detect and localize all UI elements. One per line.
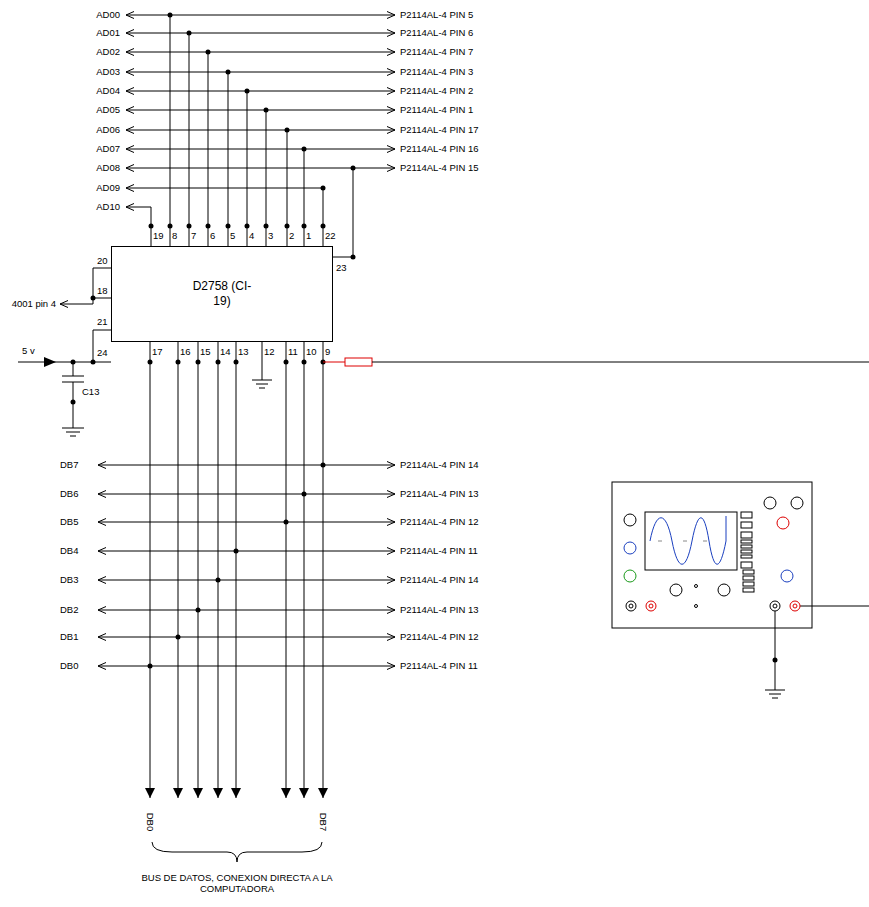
pin-number: 7	[191, 231, 196, 242]
integrated-circuit: D2758 (CI-19)	[111, 246, 333, 342]
bus-end-label: DB0	[145, 813, 156, 831]
signal-name: DB6	[60, 489, 78, 500]
pin-reference: P2114AL-4 PIN 7	[400, 47, 473, 58]
pin-number: 17	[152, 347, 163, 358]
pin-reference: P2114AL-4 PIN 13	[400, 489, 479, 500]
junction-dots	[71, 13, 778, 669]
pin-number: 2	[289, 231, 294, 242]
pin-reference: P2114AL-4 PIN 16	[400, 144, 479, 155]
pin-reference: P2114AL-4 PIN 5	[400, 10, 473, 21]
pin-number: 20	[97, 256, 108, 267]
address-bus	[126, 15, 395, 257]
signal-name: AD03	[96, 67, 120, 78]
signal-name: AD09	[96, 183, 120, 194]
pin-number: 11	[288, 347, 298, 358]
pin-reference: P2114AL-4 PIN 17	[400, 125, 479, 136]
pin-reference: P2114AL-4 PIN 2	[400, 86, 473, 97]
signal-name: AD01	[96, 28, 120, 39]
pin-number: 10	[306, 347, 317, 358]
pin-number: 18	[97, 286, 108, 297]
pin-number: 4	[249, 231, 254, 242]
signal-name: DB4	[60, 546, 78, 557]
signal-name: AD07	[96, 144, 120, 155]
pin-number: 14	[220, 347, 231, 358]
pin-number: 13	[238, 347, 249, 358]
data-bus	[98, 342, 395, 862]
signal-name: DB1	[60, 632, 78, 643]
supply-arrow	[44, 357, 56, 367]
pin-number: 15	[200, 347, 211, 358]
pin-number: 21	[97, 317, 108, 328]
pin-number: 23	[336, 263, 347, 274]
pin-reference: P2114AL-4 PIN 1	[400, 105, 473, 116]
pin-reference: P2114AL-4 PIN 15	[400, 163, 479, 174]
pin-reference: P2114AL-4 PIN 3	[400, 67, 473, 78]
pin-number: 16	[180, 347, 191, 358]
signal-name: DB0	[60, 661, 78, 672]
pin-number: 5	[230, 231, 235, 242]
signal-name: AD05	[96, 105, 120, 116]
pin-number: 1	[306, 231, 311, 242]
pin-reference: P2114AL-4 PIN 14	[400, 575, 479, 586]
signal-name: AD00	[96, 10, 120, 21]
component-label: C13	[82, 387, 99, 398]
signal-name: AD10	[96, 202, 120, 213]
pin-reference: P2114AL-4 PIN 6	[400, 28, 473, 39]
pin-number: 9	[325, 347, 330, 358]
supply-label: 5 v	[22, 346, 35, 357]
bus-end-label: DB7	[318, 813, 329, 831]
chip-name: D2758 (CI-19)	[191, 279, 253, 309]
signal-name: DB3	[60, 575, 78, 586]
pin-number: 24	[97, 348, 108, 359]
pin-number: 6	[210, 231, 215, 242]
pin-reference: P2114AL-4 PIN 14	[400, 460, 479, 471]
signal-name: DB5	[60, 517, 78, 528]
signal-name: AD08	[96, 163, 120, 174]
signal-name: DB2	[60, 605, 78, 616]
pin-number: 3	[268, 231, 273, 242]
pin-number: 8	[172, 231, 177, 242]
pin-reference: P2114AL-4 PIN 11	[400, 661, 478, 672]
signal-name: AD04	[96, 86, 120, 97]
pin-number: 19	[153, 231, 164, 242]
signal-name: AD02	[96, 47, 120, 58]
signal-name: AD06	[96, 125, 120, 136]
pin-reference: P2114AL-4 PIN 11	[400, 546, 478, 557]
signal-name: DB7	[60, 460, 78, 471]
pin-number: 12	[264, 347, 275, 358]
pin-number: 22	[325, 231, 336, 242]
signal-name: 4001 pin 4	[12, 299, 56, 310]
bus-caption: BUS DE DATOS, CONEXION DIRECTA A LA COMP…	[127, 873, 347, 895]
pin-reference: P2114AL-4 PIN 12	[400, 517, 479, 528]
pin-reference: P2114AL-4 PIN 13	[400, 605, 479, 616]
pin-reference: P2114AL-4 PIN 12	[400, 632, 479, 643]
oscilloscope	[612, 482, 812, 698]
